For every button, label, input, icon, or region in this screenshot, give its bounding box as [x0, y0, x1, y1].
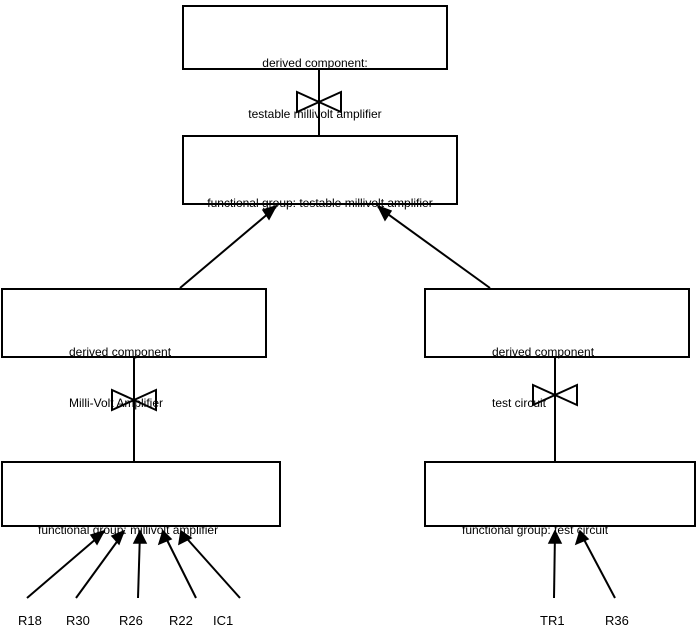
node-text-block: derived component: testable millivolt am… [184, 21, 446, 157]
node-derived-testable-millivolt-amplifier[interactable]: derived component: testable millivolt am… [182, 5, 448, 121]
leaf-label-r26: R26 [119, 613, 143, 628]
leaf-label-r22: R22 [169, 613, 193, 628]
node-derived-test-circuit[interactable]: derived component test circuit [424, 288, 690, 410]
node-line-1: functional group: test circuit [462, 523, 609, 537]
leaf-arrow-r18 [26, 529, 106, 599]
leaf-arrow-r22 [157, 529, 197, 599]
node-text-block: derived component test circuit [492, 310, 594, 446]
node-line-1: derived component [69, 345, 172, 359]
node-line-1: functional group: testable millivolt amp… [207, 196, 433, 210]
node-derived-milli-volt-amplifier[interactable]: derived component Milli-Volt Amplifier [1, 288, 267, 410]
connector-derived-testable-to-fg-testable [296, 70, 342, 135]
node-text-block: functional group: testable millivolt amp… [184, 161, 456, 246]
node-fg-millivolt-amplifier[interactable]: functional group: millivolt amplifier [1, 461, 281, 537]
node-line-1: functional group: millivolt amplifier [38, 523, 219, 537]
leaf-arrow-ic1 [178, 529, 241, 599]
node-line-2: Milli-Volt Amplifier [69, 396, 164, 410]
leaf-arrow-r30 [75, 529, 126, 599]
leaf-label-r36: R36 [605, 613, 629, 628]
node-line-1: derived component: [262, 56, 368, 70]
node-line-2: testable millivolt amplifier [248, 107, 382, 121]
connector-test-to-fg-test [532, 358, 578, 461]
leaf-arrow-r26 [132, 529, 148, 599]
node-text-block: functional group: millivolt amplifier [38, 488, 218, 573]
leaf-arrow-r36 [574, 529, 616, 599]
connector-mva-to-fg-testable [179, 204, 278, 289]
bowtie-top-icon [296, 90, 342, 114]
node-text-block: functional group: test circuit [462, 488, 608, 573]
bowtie-left-icon [111, 388, 157, 412]
bowtie-right-icon [532, 383, 578, 407]
node-fg-testable-millivolt-amplifier[interactable]: functional group: testable millivolt amp… [182, 135, 458, 210]
leaf-label-ic1: IC1 [213, 613, 234, 628]
leaf-arrow-tr1 [547, 529, 563, 599]
node-line-2: test circuit [492, 396, 547, 410]
leaf-label-tr1: TR1 [540, 613, 565, 628]
leaf-label-r30: R30 [66, 613, 90, 628]
connector-mva-to-fg-mva [111, 358, 157, 461]
node-fg-test-circuit[interactable]: functional group: test circuit [424, 461, 696, 537]
connector-test-circuit-to-fg-testable [376, 204, 491, 289]
node-line-1: derived component [492, 345, 595, 359]
node-text-block: derived component Milli-Volt Amplifier [69, 310, 171, 446]
leaf-label-r18: R18 [18, 613, 42, 628]
